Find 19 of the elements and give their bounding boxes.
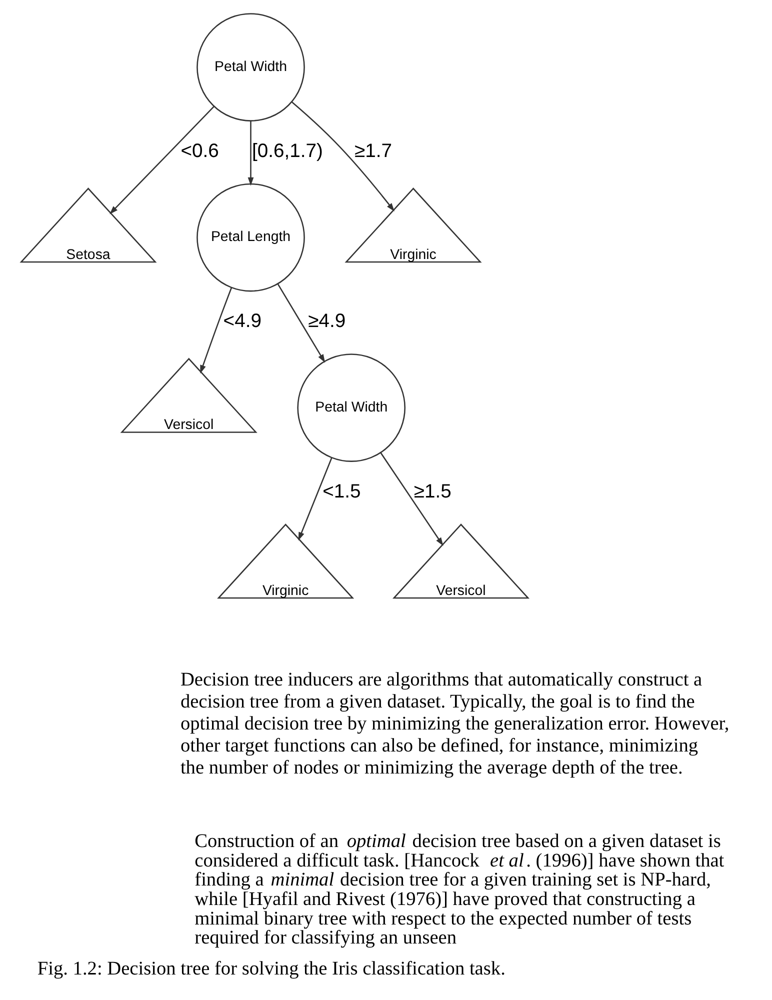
arrow (247, 121, 254, 186)
edge-label: ≥4.9 (308, 310, 346, 332)
edge-label: [0.6,1.7) (252, 140, 322, 162)
edge-label: <4.9 (222, 310, 261, 332)
node-circle: Petal Length (196, 183, 304, 292)
arrow (380, 452, 443, 546)
caption: Fig. 1.2: Decision tree for solving the Iris classification task. (36, 958, 505, 980)
edge-label: ≥1.5 (413, 480, 451, 502)
arrow (298, 458, 332, 541)
arrow (276, 284, 325, 363)
label: Decision tree inducers are algorithms that automatically construct a decision tree from a given dataset. Typically, the goal is to find the optimal decision tree by minimizing the generalization error. However, other target functions can also be defined, for instance, minimizing the number of nodes or minimizing the average depth of the tree. (180, 670, 729, 778)
node-circle: Petal Width (196, 13, 304, 122)
edge-label: <1.5 (322, 480, 360, 502)
arrow (200, 288, 232, 374)
label: Construction of an optimal decision tree based on a given dataset is considered a difficult task. [Hancock et al. (1996)] have shown that finding a minimal decision tree for a given training set is NP-hard, while [Hyafil and Rivest (1976)] have proved that constructing a minimal binary tree with respect to the expected number of tests required for classifying an unseen (194, 830, 724, 949)
arrow (109, 106, 214, 214)
edge-label: <0.6 (180, 140, 218, 162)
arrow (291, 102, 394, 212)
edge-label: ≥1.7 (354, 140, 392, 162)
